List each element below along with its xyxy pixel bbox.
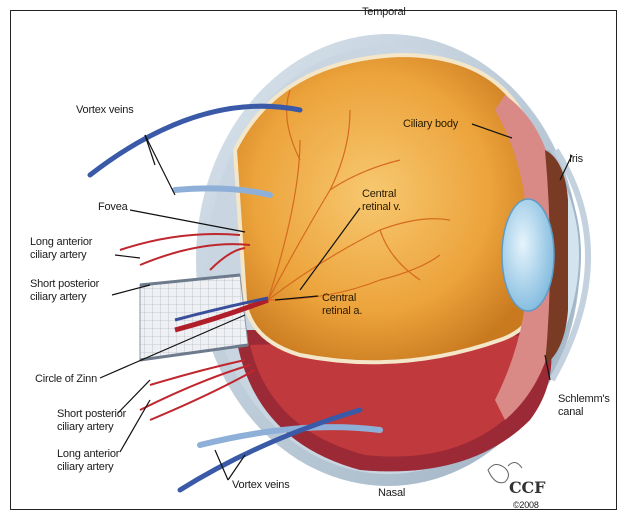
label-central-retinal-artery: Central retinal a.	[322, 292, 362, 318]
label-long-anterior-ciliary-artery-top: Long anterior ciliary artery	[30, 236, 92, 262]
label-line-1: Long anterior	[57, 448, 119, 461]
label-line-2: ciliary artery	[30, 291, 99, 304]
ccf-logo-year: ©2008	[513, 500, 539, 510]
label-line-2: ciliary artery	[30, 249, 92, 262]
label-schlemms-canal: Schlemm's canal	[558, 393, 610, 419]
optic-nerve	[140, 275, 248, 360]
label-nasal: Nasal	[378, 487, 405, 500]
label-line-1: Short posterior	[30, 278, 99, 291]
label-ciliary-body: Ciliary body	[403, 118, 458, 131]
label-line-1: Schlemm's	[558, 393, 610, 406]
label-temporal: Temporal	[362, 6, 406, 19]
label-circle-of-zinn: Circle of Zinn	[35, 373, 97, 386]
label-line-1: Central	[322, 292, 362, 305]
label-line-2: retinal v.	[362, 201, 401, 214]
label-vortex-veins-top: Vortex veins	[76, 104, 134, 117]
label-short-posterior-ciliary-artery-top: Short posterior ciliary artery	[30, 278, 99, 304]
label-long-anterior-ciliary-artery-bottom: Long anterior ciliary artery	[57, 448, 119, 474]
label-line-1: Short posterior	[57, 408, 126, 421]
label-short-posterior-ciliary-artery-bottom: Short posterior ciliary artery	[57, 408, 126, 434]
label-iris: Iris	[569, 153, 583, 166]
label-central-retinal-vein: Central retinal v.	[362, 188, 401, 214]
label-line-2: retinal a.	[322, 305, 362, 318]
lens	[502, 199, 554, 311]
label-line-2: ciliary artery	[57, 421, 126, 434]
ccf-logo-text: CCF	[509, 481, 545, 494]
label-line-1: Long anterior	[30, 236, 92, 249]
label-line-2: ciliary artery	[57, 461, 119, 474]
label-line-2: canal	[558, 406, 610, 419]
label-line-1: Central	[362, 188, 401, 201]
label-vortex-veins-bottom: Vortex veins	[232, 479, 290, 492]
label-fovea: Fovea	[98, 201, 128, 214]
